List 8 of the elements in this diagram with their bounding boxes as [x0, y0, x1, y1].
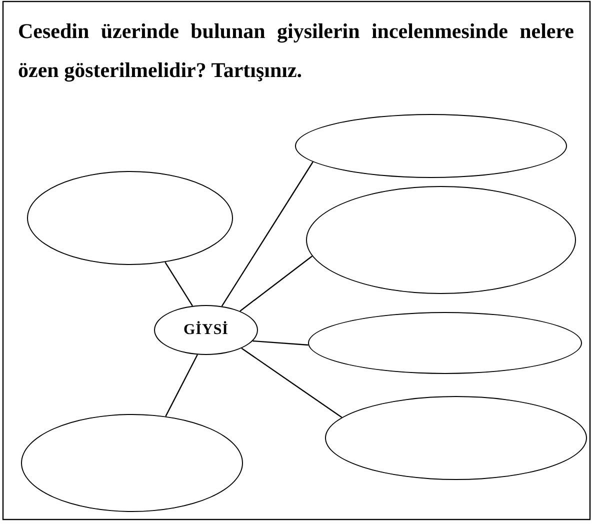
node-label: GİYSİ: [183, 322, 229, 338]
question-text: Cesedin üzerinde bulunan giysilerin incelenmesinde nelere özen gösterilmelidir? Tartışınız.: [18, 18, 574, 84]
connector-line: [240, 256, 313, 312]
connector-line: [241, 348, 342, 418]
connector-line: [165, 354, 198, 417]
connector-line: [221, 162, 314, 307]
connector-line: [164, 262, 193, 306]
connector-line: [252, 340, 308, 346]
